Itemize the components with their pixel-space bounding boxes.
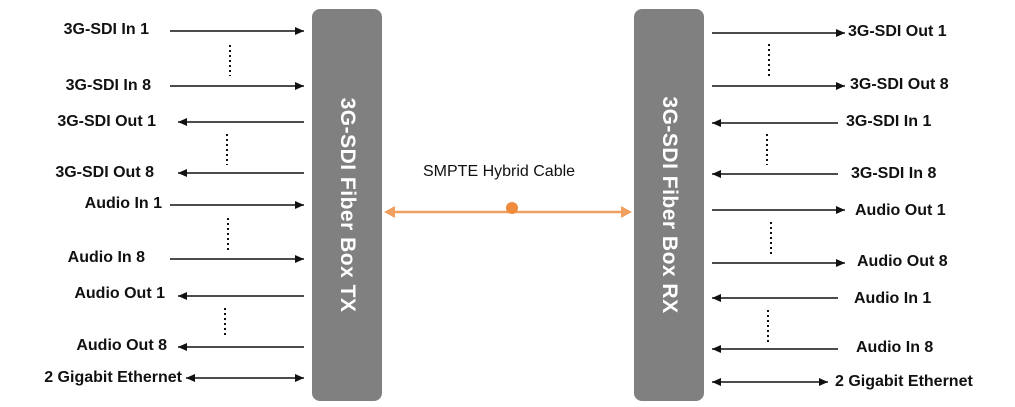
tx-arrow-head (295, 27, 304, 35)
tx-arrow-head (295, 201, 304, 209)
tx-port-label: Audio Out 1 (74, 285, 165, 302)
cable-connector-dot (506, 202, 518, 214)
rx-arrow-head (836, 82, 845, 90)
tx-arrow-head (295, 374, 304, 382)
tx-port-label: 3G-SDI In 8 (65, 77, 151, 94)
tx-port-label: 2 Gigabit Ethernet (44, 369, 182, 386)
rx-box-title: 3G-SDI Fiber Box RX (658, 96, 681, 314)
tx-arrow-head (178, 169, 187, 177)
rx-arrow-head (712, 378, 721, 386)
tx-arrow-head (178, 343, 187, 351)
rx-arrow-head (712, 170, 721, 178)
rx-arrow-head (712, 345, 721, 353)
tx-arrow-head (178, 118, 187, 126)
rx-port-label: 3G-SDI Out 1 (848, 23, 947, 40)
tx-port-label: Audio In 1 (84, 195, 162, 212)
rx-port-label: Audio In 8 (856, 339, 934, 356)
rx-port-label: 3G-SDI Out 8 (850, 76, 949, 93)
tx-port-label: 3G-SDI Out 1 (57, 113, 156, 130)
rx-port-label: Audio Out 1 (855, 202, 946, 219)
rx-arrow-head (836, 259, 845, 267)
tx-port-label: 3G-SDI Out 8 (55, 164, 154, 181)
cable-arrowhead (384, 206, 395, 218)
tx-arrow-head (186, 374, 195, 382)
tx-arrow-head (295, 255, 304, 263)
rx-box: 3G-SDI Fiber Box RX (634, 9, 704, 401)
tx-port-label: Audio Out 8 (76, 337, 167, 354)
tx-arrow-head (295, 82, 304, 90)
rx-arrow-head (712, 119, 721, 127)
tx-box: 3G-SDI Fiber Box TX (312, 9, 382, 401)
cable-arrowhead (621, 206, 632, 218)
tx-box-title: 3G-SDI Fiber Box TX (336, 97, 359, 313)
rx-port-label: 2 Gigabit Ethernet (835, 373, 973, 390)
rx-arrow-head (712, 294, 721, 302)
rx-port-label: 3G-SDI In 1 (846, 113, 932, 130)
rx-port-label: Audio Out 8 (857, 253, 948, 270)
rx-arrow-head (819, 378, 828, 386)
rx-arrow-head (836, 29, 845, 37)
tx-arrow-head (178, 292, 187, 300)
tx-port-label: Audio In 8 (67, 249, 145, 266)
cable-label: SMPTE Hybrid Cable (423, 163, 576, 180)
rx-port-label: 3G-SDI In 8 (851, 165, 937, 182)
rx-port-label: Audio In 1 (854, 290, 932, 307)
rx-arrow-head (836, 206, 845, 214)
tx-port-label: 3G-SDI In 1 (63, 21, 149, 38)
